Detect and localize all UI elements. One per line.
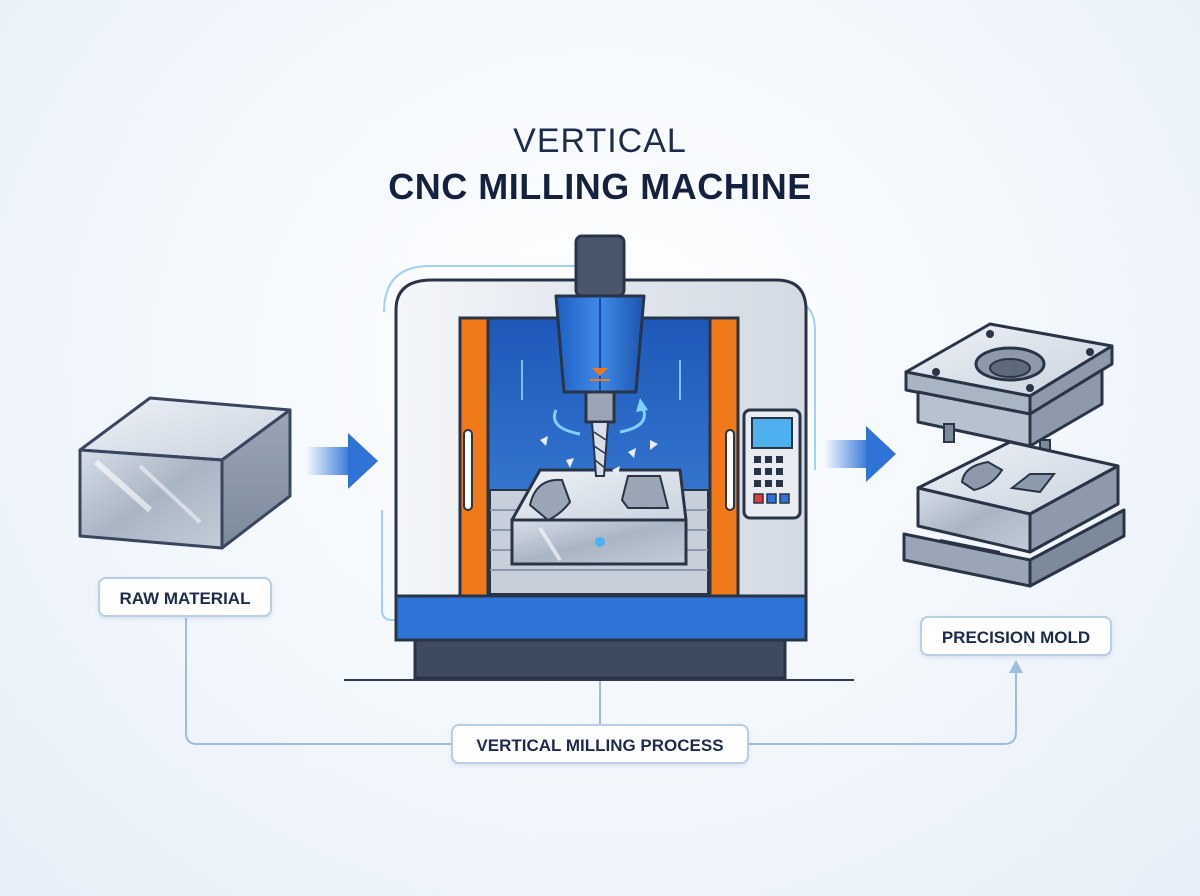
process-label: VERTICAL MILLING PROCESS	[451, 724, 749, 764]
title-line-1: VERTICAL	[513, 122, 687, 160]
cnc-machine-icon	[344, 234, 854, 681]
raw-material-label: RAW MATERIAL	[98, 577, 272, 617]
precision-mold-icon	[902, 322, 1126, 588]
flow-arrow-icon	[824, 426, 896, 482]
raw-block-icon	[78, 396, 292, 550]
control-panel-icon	[742, 408, 802, 520]
title-line-2: CNC MILLING MACHINE	[388, 166, 812, 207]
mold-pointer-arrowhead	[1009, 660, 1023, 673]
precision-mold-label: PRECISION MOLD	[920, 616, 1112, 656]
flow-arrow-icon	[306, 433, 378, 489]
